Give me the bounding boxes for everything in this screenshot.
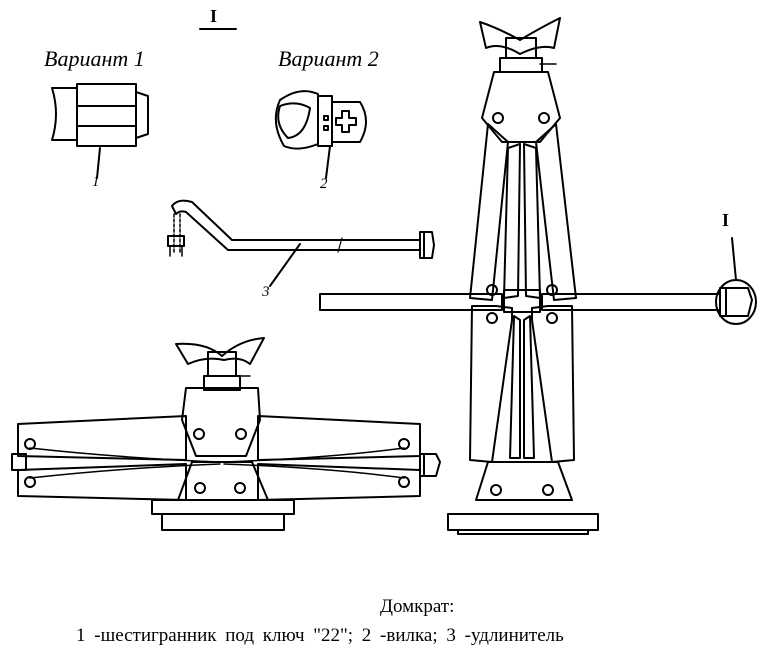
callout-3: 3 xyxy=(262,284,270,300)
fork-variant2 xyxy=(274,90,367,179)
section-label-top: I xyxy=(210,6,218,26)
variant2-label: Вариант 2 xyxy=(278,46,379,71)
detail-circle xyxy=(715,279,757,325)
section-label-detail: I xyxy=(722,210,730,230)
caption-title: Домкрат: xyxy=(380,596,455,617)
extension-bar xyxy=(167,199,435,287)
caption-legend: 1 -шестигранник под ключ "22"; 2 -вилка;… xyxy=(76,625,564,646)
hex-socket-variant1 xyxy=(51,83,149,179)
extended-jack xyxy=(319,17,757,535)
callout-1: 1 xyxy=(92,174,100,190)
folded-jack xyxy=(11,337,441,531)
variant1-label: Вариант 1 xyxy=(44,46,145,71)
callout-2: 2 xyxy=(320,176,328,192)
